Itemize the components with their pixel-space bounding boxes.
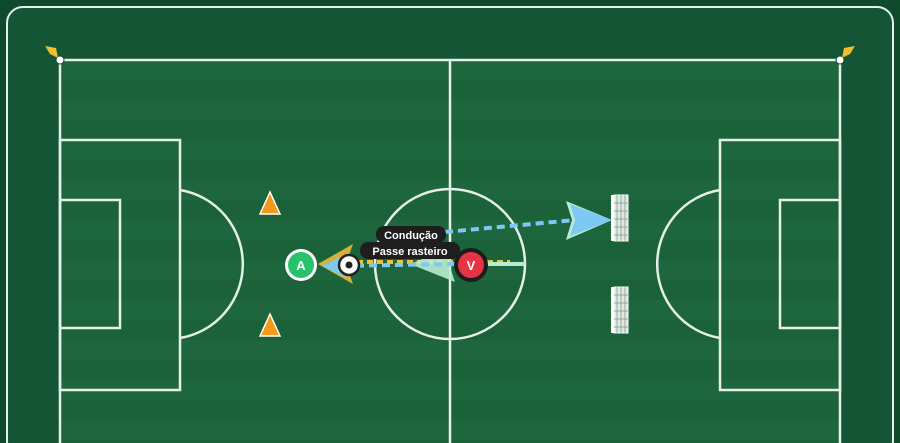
penalty-arc-right (655, 188, 721, 340)
tag-pass-text: Passe rasteiro (372, 246, 447, 258)
player-defender-label: V (467, 258, 476, 273)
corner-flag-left (45, 46, 65, 65)
tag-dribble: Condução (376, 226, 446, 243)
tag-dribble-text: Condução (384, 230, 438, 242)
goal-area-right (778, 198, 842, 330)
player-attacker-label: A (296, 258, 306, 273)
ball[interactable] (337, 253, 361, 277)
mini-goal-top[interactable] (611, 194, 629, 242)
mini-goal-icon (611, 286, 629, 334)
goal-area-left (58, 198, 122, 330)
cone-bottom[interactable] (258, 312, 282, 337)
tag-pass: Passe rasteiro (360, 242, 460, 259)
corner-flag-right (835, 46, 855, 65)
cone-icon (258, 312, 282, 337)
penalty-arc-left (179, 188, 245, 340)
mini-goal-icon (611, 194, 629, 242)
player-attacker[interactable]: A (285, 249, 317, 281)
cone-top[interactable] (258, 190, 282, 215)
mini-goal-bottom[interactable] (611, 286, 629, 334)
cone-icon (258, 190, 282, 215)
arrow-pass-to-goal[interactable] (444, 201, 612, 240)
player-defender[interactable]: V (454, 248, 488, 282)
